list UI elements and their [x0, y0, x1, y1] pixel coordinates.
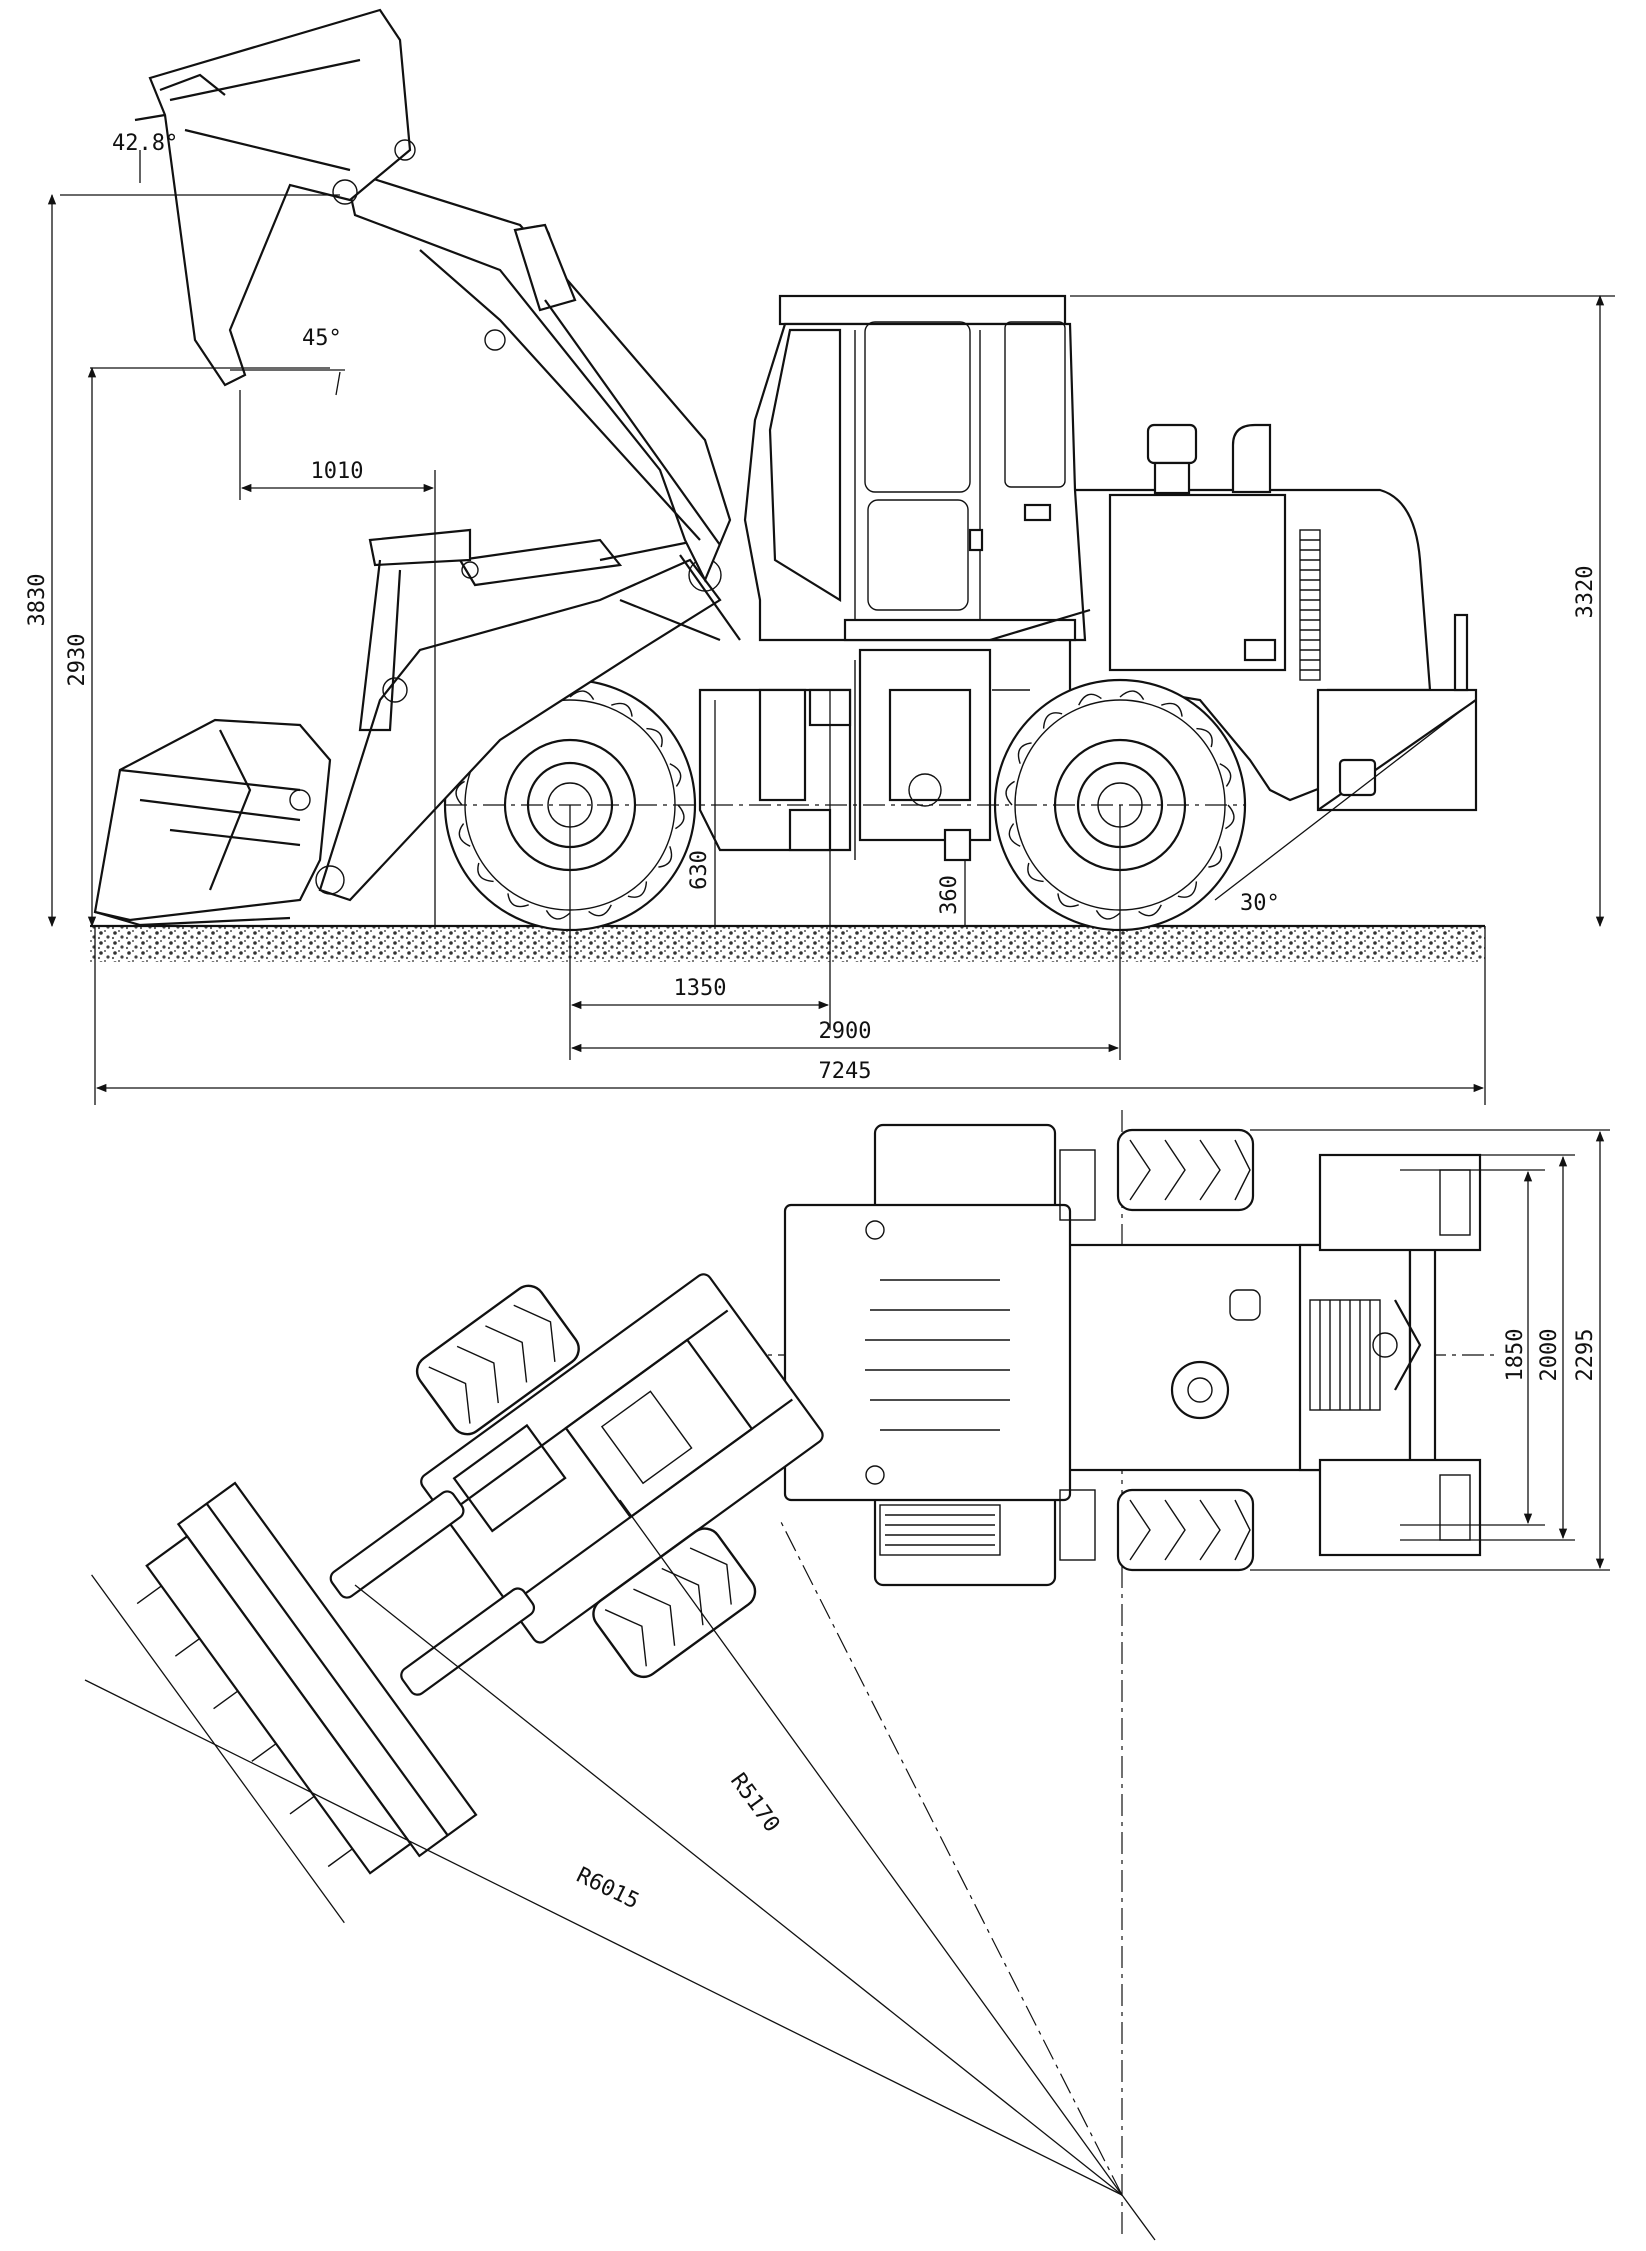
middle-frame [698, 648, 1030, 862]
tread-lug [588, 904, 612, 917]
dim-turning-radius-tire: R5170 [725, 1769, 784, 1837]
dim-front-axle-to-hinge: 1350 [674, 976, 727, 1001]
tread-lug [627, 881, 648, 898]
tread-lug [1208, 846, 1223, 868]
tread-lug [646, 727, 663, 748]
rear-tire-bottom [1116, 1488, 1255, 1572]
tread-lug [669, 763, 682, 787]
dim-overall-width-tires: 2000 [1537, 1329, 1562, 1382]
tread-lug [1177, 881, 1198, 898]
front-frame-plan [91, 1273, 824, 1924]
dim-overall-height: 3320 [1573, 566, 1598, 619]
tread-lug [1095, 910, 1121, 920]
rear-frame [1068, 423, 1478, 812]
tread-lug [1005, 780, 1015, 806]
engine-grille [1299, 529, 1321, 681]
raised-bucket [134, 8, 416, 387]
tread-lug [1078, 693, 1102, 706]
top-view: 1850 2000 2295 R5170 R6015 [84, 1110, 1610, 2241]
ground-hatch [90, 926, 1485, 962]
rear-tire-top [1116, 1128, 1255, 1212]
tread-lug [1161, 702, 1183, 717]
tread-lug [1042, 712, 1063, 729]
tread-lug [1119, 690, 1145, 700]
tread-lug [1196, 727, 1213, 748]
dim-ground-clearance: 630 [687, 850, 712, 890]
top-grille [1309, 1299, 1381, 1411]
dim-tilt-angle: 45° [302, 326, 342, 351]
cab-plan [783, 1123, 1096, 1587]
side-view: 3830 2930 42.8° 45° 1010 630 360 [25, 8, 1615, 1105]
dim-bucket-width: 2295 [1573, 1329, 1598, 1382]
side-dimensions: 3830 2930 42.8° 45° 1010 630 360 [25, 131, 1615, 1105]
dim-overall-length: 7245 [819, 1059, 872, 1084]
tread-lug [1027, 862, 1044, 883]
tread-lug [1138, 904, 1162, 917]
tread-lug [658, 846, 673, 868]
tread-lug [1219, 763, 1232, 787]
dim-dump-angle: 42.8° [112, 131, 178, 156]
dim-max-pin-height: 3830 [25, 574, 50, 627]
tread-lug [507, 893, 529, 908]
tread-lug [569, 690, 595, 700]
dim-dump-reach: 1010 [311, 459, 364, 484]
tread-lug [611, 702, 633, 717]
dim-tread-width: 1850 [1503, 1329, 1528, 1382]
rear-frame-plan [1063, 1153, 1482, 1557]
tread-lug [1225, 804, 1235, 830]
tread-lug [1017, 742, 1032, 764]
dim-min-clearance: 360 [937, 875, 962, 915]
tread-lug [455, 780, 465, 806]
cab [743, 294, 1091, 642]
dim-turning-radius-bucket: R6015 [572, 1863, 642, 1915]
lowered-bucket [93, 718, 332, 927]
dim-wheelbase: 2900 [819, 1019, 872, 1044]
lowered-boom [315, 528, 741, 902]
tread-lug [1008, 823, 1021, 847]
raised-boom [343, 168, 732, 583]
dim-departure-angle: 30° [1240, 891, 1280, 916]
tread-lug [458, 823, 471, 847]
tread-lug [675, 804, 685, 830]
tread-lug [477, 862, 494, 883]
rear-tire-tread [1005, 690, 1235, 920]
tread-lug [1057, 893, 1079, 908]
dim-dump-clearance: 2930 [65, 634, 90, 687]
tread-lug [545, 910, 571, 920]
